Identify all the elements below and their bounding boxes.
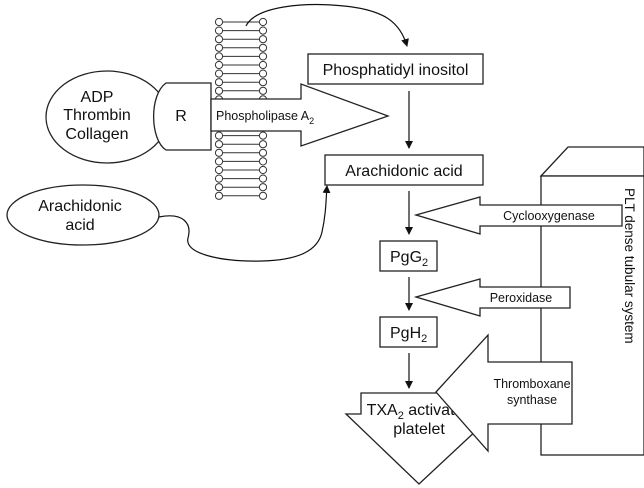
- phospholipid-head: [258, 52, 268, 61]
- thromboxane-synthase-arrow: [435, 333, 573, 453]
- txa2-line2: platelet: [393, 421, 445, 438]
- phospholipase-arrow: [210, 83, 390, 147]
- phospholipid-head: [258, 78, 268, 87]
- pgg2-label: PgG2: [390, 249, 428, 269]
- phospholipid-head: [214, 165, 224, 175]
- agonist-adp: ADP: [81, 89, 114, 106]
- phospholipid-row: [214, 183, 268, 192]
- phospholipid-row: [214, 35, 268, 44]
- arachidonic-acid-label: Arachidonic acid: [345, 163, 462, 180]
- phospholipid-head: [258, 86, 268, 95]
- phospholipid-head: [214, 157, 224, 166]
- phospholipid-head: [258, 26, 268, 35]
- phospholipid-row: [214, 52, 268, 61]
- phosphatidyl-inositol-box: [307, 53, 484, 85]
- phospholipid-row: [214, 165, 268, 175]
- exogenous-aa-line2: acid: [65, 217, 94, 234]
- phospholipid-row: [214, 148, 268, 157]
- exogenous-aa-line1: Arachidonic: [38, 198, 122, 215]
- phospholipase-label: Phospholipase A2: [216, 109, 314, 126]
- phospholipid-head: [214, 26, 224, 35]
- thromboxane-label-line1: Thromboxane: [493, 377, 570, 391]
- phospholipid-head: [214, 60, 224, 70]
- phospholipid-head: [214, 131, 224, 140]
- pgh2-box: [379, 316, 438, 348]
- phospholipid-row: [214, 60, 268, 70]
- arachidonic-acid-box: [324, 154, 484, 186]
- phospholipid-head: [214, 183, 224, 192]
- phospholipid-head: [258, 69, 268, 78]
- phospholipid-head: [258, 43, 268, 52]
- cyclooxygenase-label: Cyclooxygenase: [503, 209, 595, 223]
- phospholipid-head: [258, 131, 268, 140]
- agonist-thrombin: Thrombin: [63, 107, 131, 124]
- dense-tubular-panel-label: PLT dense tubular system: [622, 188, 637, 344]
- phospholipid-head: [258, 17, 268, 27]
- phospholipid-head: [258, 157, 268, 166]
- pgh2-label: PgH2: [390, 325, 427, 345]
- phospholipid-head: [258, 140, 268, 149]
- phospholipid-head: [258, 60, 268, 70]
- phospholipid-head: [214, 174, 224, 183]
- phospholipid-head: [214, 35, 224, 44]
- phospholipid-head: [214, 69, 224, 78]
- phospholipid-head: [258, 183, 268, 192]
- agonist-collagen: Collagen: [65, 126, 128, 143]
- phospholipid-row: [214, 78, 268, 87]
- peroxidase-label: Peroxidase: [490, 291, 553, 305]
- phospholipid-head: [214, 148, 224, 157]
- phospholipid-row: [214, 17, 268, 27]
- phospholipid-head: [214, 191, 224, 200]
- receptor-shape: [152, 82, 212, 151]
- phospholipid-row: [214, 157, 268, 166]
- phospholipid-head: [258, 148, 268, 157]
- phospholipid-head: [214, 43, 224, 52]
- phospholipid-row: [214, 140, 268, 149]
- phospholipid-head: [214, 78, 224, 87]
- pgg2-box: [379, 240, 438, 272]
- exogenous-aa-oval: [6, 184, 160, 246]
- phospholipid-head: [214, 17, 224, 27]
- phospholipid-head: [258, 165, 268, 175]
- phospholipid-head: [258, 35, 268, 44]
- phospholipid-row: [214, 191, 268, 200]
- phospholipid-row: [214, 174, 268, 183]
- peroxidase-arrow: [413, 278, 571, 317]
- phospholipid-head: [258, 191, 268, 200]
- cyclooxygenase-arrow: [413, 196, 623, 235]
- exogenous-to-aa-arrow: [158, 185, 331, 262]
- receptor-label: R: [175, 108, 187, 125]
- phospholipid-head: [258, 174, 268, 183]
- phospholipid-row: [214, 86, 268, 95]
- phospholipid-head: [214, 52, 224, 61]
- dense-tubular-panel-top: [539, 146, 644, 177]
- thromboxane-label-line2: synthase: [507, 393, 557, 407]
- phospholipid-row: [214, 43, 268, 52]
- phospholipid-head: [214, 140, 224, 149]
- phospholipid-row: [214, 26, 268, 35]
- phospholipid-row: [214, 131, 268, 140]
- phospholipid-row: [214, 69, 268, 78]
- phosphatidyl-inositol-label: Phosphatidyl inositol: [323, 62, 469, 79]
- phospholipid-head: [214, 86, 224, 95]
- membrane-to-pi-arrow: [245, 4, 409, 47]
